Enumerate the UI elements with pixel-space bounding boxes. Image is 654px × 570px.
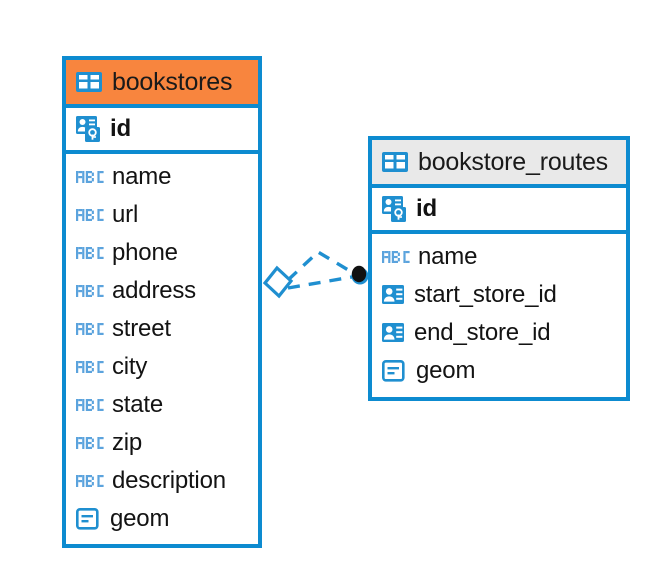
entity-bookstores[interactable]: bookstores id [62,56,262,548]
field-label-description: description [112,467,226,494]
table-icon [76,72,102,92]
primary-key-icon [76,116,104,142]
field-list-bookstores: name u [66,154,258,538]
abc-text-icon [76,207,104,223]
relationship-line-upper [286,249,356,282]
field-row-end-store-id[interactable]: end_store_id [372,314,626,352]
field-row-geom[interactable]: geom [66,500,258,538]
field-label-phone: phone [112,239,178,266]
field-row-primary-key[interactable]: id [66,108,258,154]
entity-header-bookstores[interactable]: bookstores [66,60,258,108]
abc-text-icon [76,359,104,375]
entity-header-bookstore-routes[interactable]: bookstore_routes [372,140,626,188]
foreign-key-icon [382,284,406,306]
field-row-url[interactable]: url [66,196,258,234]
relationship-endpoint-circle [351,265,369,285]
field-row-phone[interactable]: phone [66,234,258,272]
field-label-name: name [418,243,478,270]
field-row-address[interactable]: address [66,272,258,310]
field-row-name[interactable]: name [66,158,258,196]
abc-text-icon [76,283,104,299]
field-label-url: url [112,201,139,228]
field-label-name: name [112,163,172,190]
geometry-icon [382,360,408,382]
field-row-primary-key[interactable]: id [372,188,626,234]
field-label-street: street [112,315,171,342]
field-label-address: address [112,277,196,304]
field-label-id: id [110,115,131,142]
abc-text-icon [76,321,104,337]
primary-key-icon [382,196,410,222]
field-label-start-store-id: start_store_id [414,281,557,308]
field-label-id: id [416,195,437,222]
field-row-city[interactable]: city [66,348,258,386]
table-icon [382,152,408,172]
abc-text-icon [76,435,104,451]
relationship-endpoint-diamond [262,265,294,299]
abc-text-icon [76,397,104,413]
field-label-state: state [112,391,164,418]
field-row-zip[interactable]: zip [66,424,258,462]
abc-text-icon [76,473,104,489]
field-label-city: city [112,353,148,380]
entity-bookstore-routes[interactable]: bookstore_routes id [368,136,630,401]
abc-text-icon [382,249,410,265]
field-row-start-store-id[interactable]: start_store_id [372,276,626,314]
field-row-geom[interactable]: geom [372,352,626,390]
field-row-state[interactable]: state [66,386,258,424]
entity-title-bookstores: bookstores [112,67,233,96]
field-row-name[interactable]: name [372,238,626,276]
field-list-bookstore-routes: name start_store_id [372,234,626,390]
field-label-end-store-id: end_store_id [414,319,551,346]
geometry-icon [76,508,102,530]
field-label-geom: geom [110,505,170,532]
field-label-zip: zip [112,429,143,456]
field-label-geom: geom [416,357,476,384]
entity-title-bookstore-routes: bookstore_routes [418,147,608,176]
abc-text-icon [76,245,104,261]
foreign-key-icon [382,322,406,344]
field-row-description[interactable]: description [66,462,258,500]
field-row-street[interactable]: street [66,310,258,348]
abc-text-icon [76,169,104,185]
relationship-line-lower [287,275,353,290]
